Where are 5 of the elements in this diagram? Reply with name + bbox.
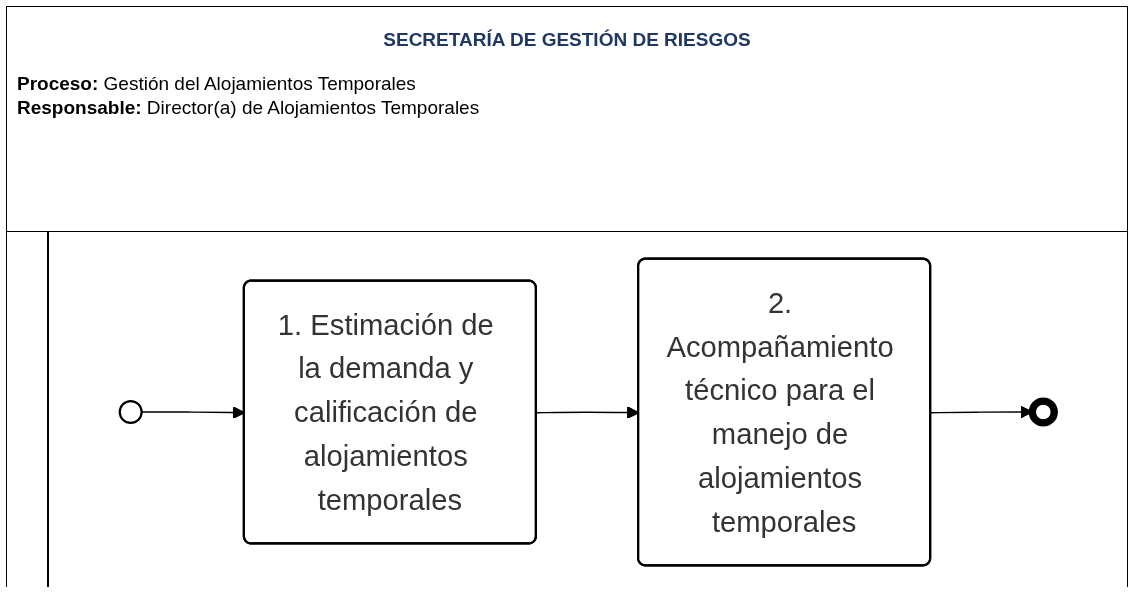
- header-text: Responsable: Director(a) de Alojamientos Temporales: [17, 97, 481, 119]
- node-circle: [1028, 397, 1058, 427]
- node-circle: [118, 399, 143, 425]
- diagram-title: SECRETARÍA DE GESTIÓN DE RIESGOS: [382, 29, 752, 51]
- header-text: Proceso: Gestión del Alojamientos Temporales: [17, 73, 417, 95]
